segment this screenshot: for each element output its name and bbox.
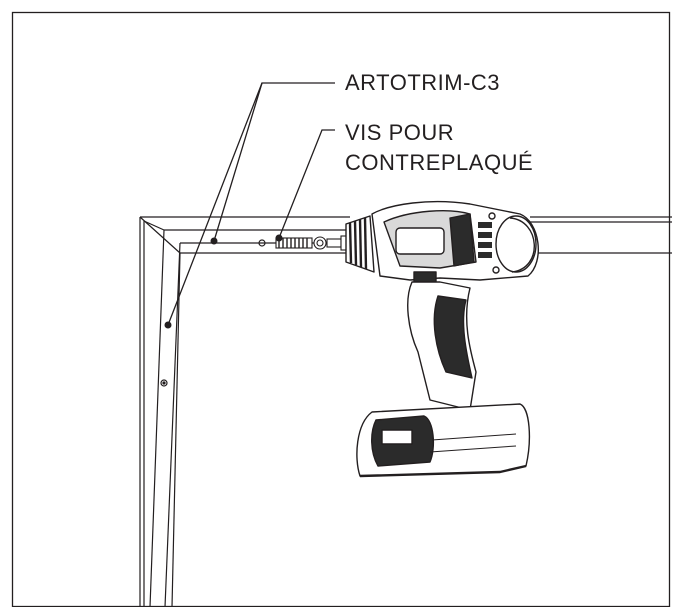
leader-lines [167, 82, 335, 326]
frame-corner [139, 216, 672, 607]
panel-border [11, 11, 671, 607]
screw-illustration [275, 235, 350, 251]
screw-holes [160, 239, 266, 387]
leader-dots [164, 234, 283, 329]
drill-illustration [345, 200, 539, 478]
callout-artotrim-label: ARTOTRIM-C3 [345, 70, 501, 95]
callout-screw-label-line2: CONTREPLAQUÉ [345, 150, 534, 175]
callout-screw-label-line1: VIS POUR [345, 120, 455, 145]
